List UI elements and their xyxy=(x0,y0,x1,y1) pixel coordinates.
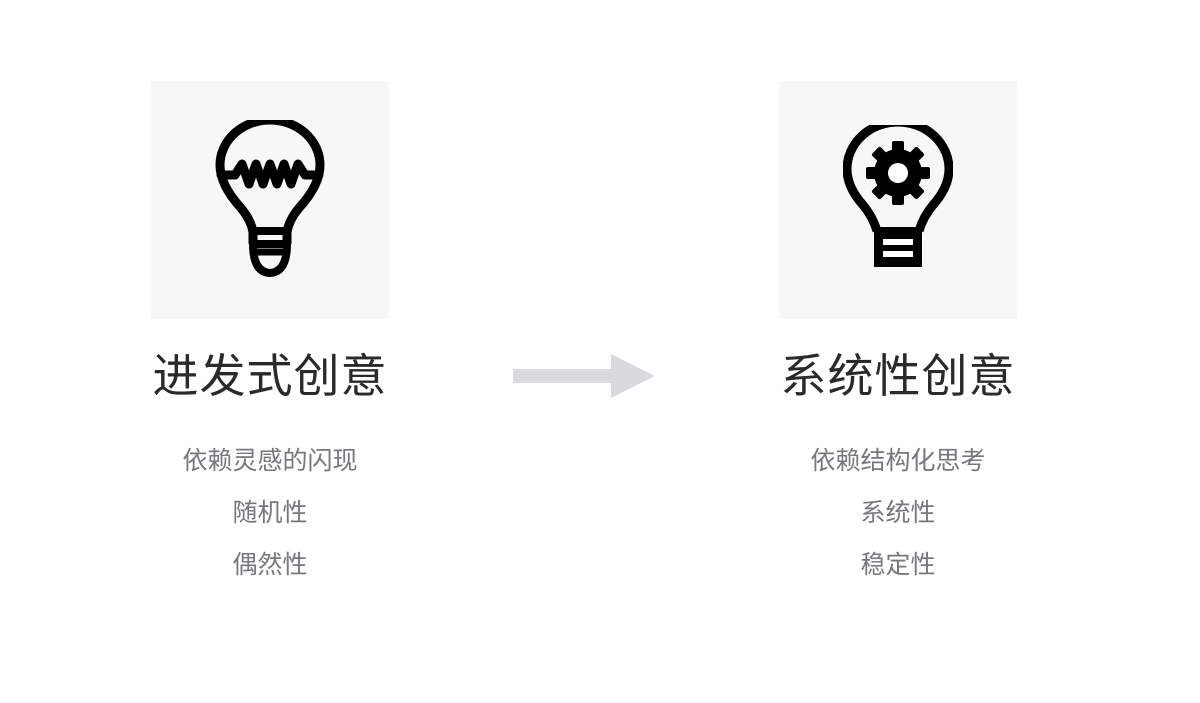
panel-title: 系统性创意 xyxy=(780,349,1016,403)
panel-title: 进发式创意 xyxy=(152,349,388,403)
icon-box xyxy=(779,81,1017,319)
description-line: 稳定性 xyxy=(860,550,936,579)
description-line: 偶然性 xyxy=(232,550,308,579)
lightbulb-filament-icon xyxy=(215,120,325,277)
lightbulb-gear-icon xyxy=(843,125,953,267)
description-line: 随机性 xyxy=(232,498,308,527)
spontaneous-creativity-panel: 进发式创意 依赖灵感的闪现 随机性 偶然性 xyxy=(151,81,389,591)
description-list: 依赖灵感的闪现 随机性 偶然性 xyxy=(182,435,357,591)
right-arrow-icon xyxy=(511,352,657,404)
icon-box xyxy=(151,81,389,319)
description-list: 依赖结构化思考 系统性 稳定性 xyxy=(810,435,985,591)
description-line: 依赖灵感的闪现 xyxy=(182,446,358,475)
description-line: 系统性 xyxy=(860,498,936,527)
description-line: 依赖结构化思考 xyxy=(810,446,986,475)
systematic-creativity-panel: 系统性创意 依赖结构化思考 系统性 稳定性 xyxy=(779,81,1017,591)
